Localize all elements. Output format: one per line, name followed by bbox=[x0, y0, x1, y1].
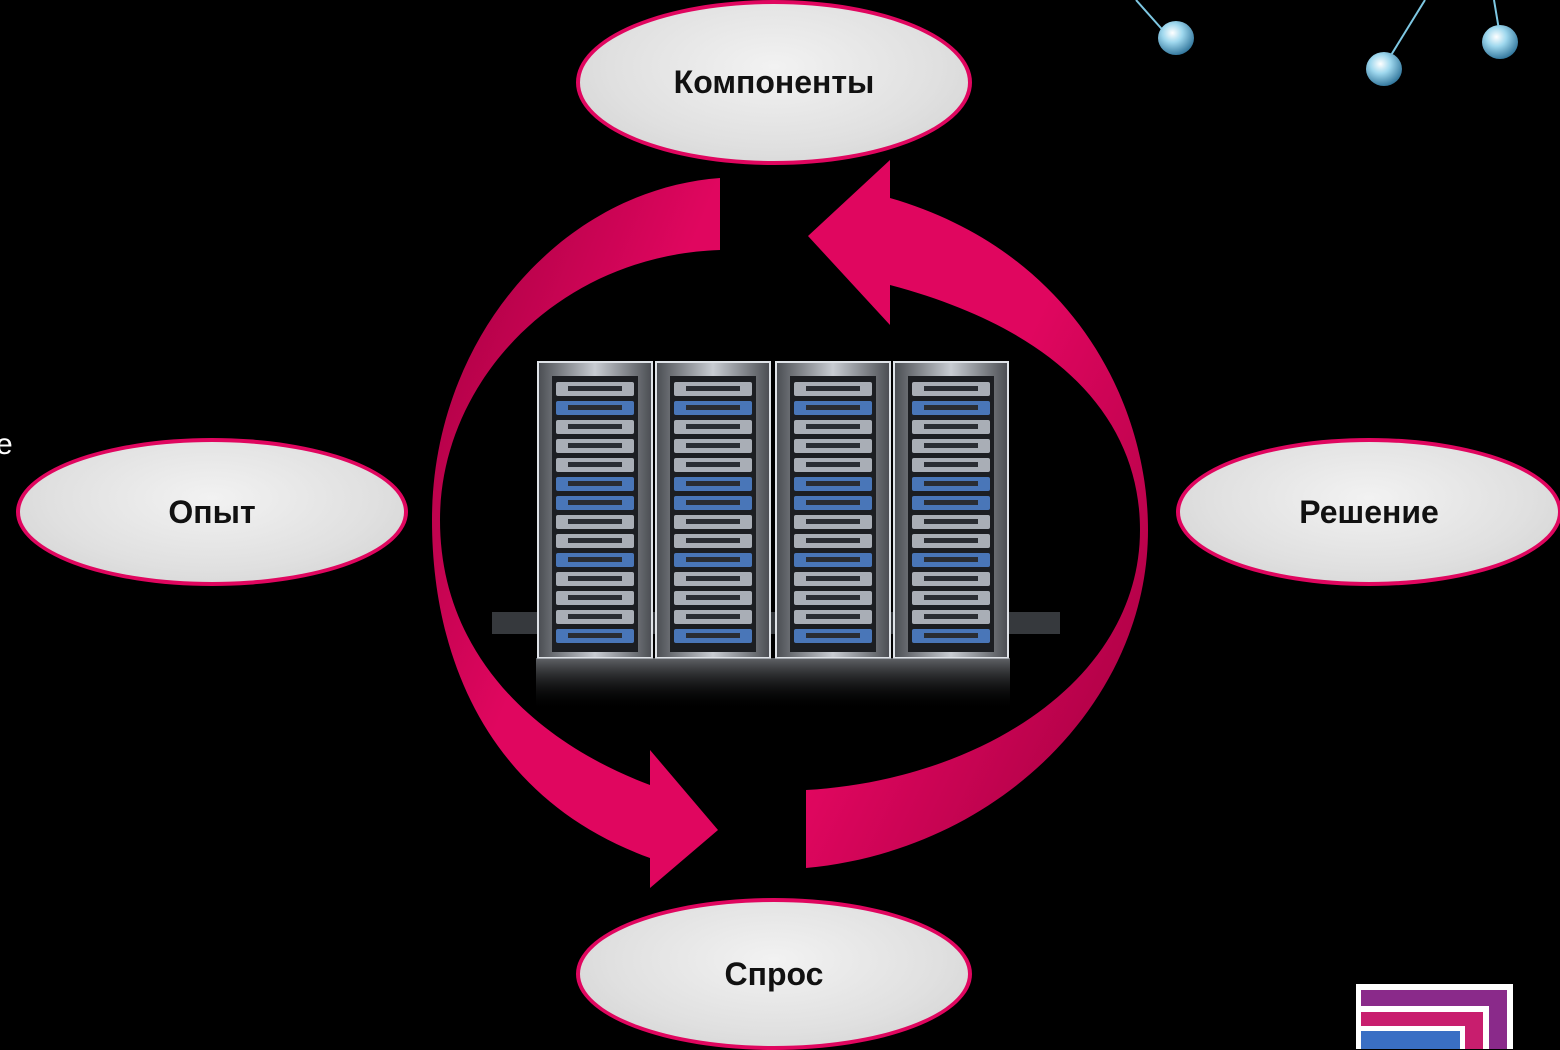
server-rack-icon bbox=[492, 361, 1060, 710]
server-rack bbox=[893, 361, 1009, 659]
molecule-icon bbox=[1135, 0, 1518, 86]
node-components-label: Компоненты bbox=[673, 64, 875, 100]
node-components: Компоненты bbox=[576, 0, 972, 165]
node-experience: Опыт bbox=[16, 438, 408, 586]
server-rack bbox=[537, 361, 653, 659]
node-demand: Спрос bbox=[576, 898, 972, 1050]
logo-icon bbox=[1356, 984, 1513, 1049]
node-experience-label: Опыт bbox=[168, 493, 256, 530]
cut-off-text: е bbox=[0, 428, 13, 461]
arrow-right-arc bbox=[806, 160, 1148, 868]
node-solution: Решение bbox=[1176, 438, 1560, 586]
server-rack bbox=[775, 361, 891, 659]
node-demand-label: Спрос bbox=[724, 955, 824, 992]
server-rack bbox=[655, 361, 771, 659]
node-solution-label: Решение bbox=[1299, 493, 1439, 530]
arrow-left-arc bbox=[432, 178, 720, 888]
